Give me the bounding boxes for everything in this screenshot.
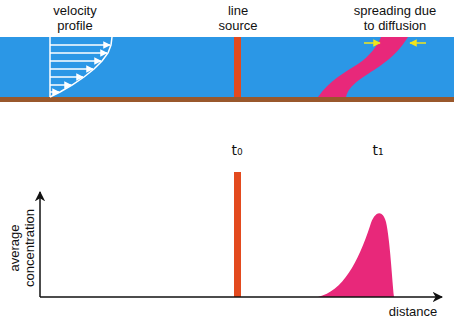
velocity-profile [50,37,112,97]
y-axis [39,192,41,297]
x-axis [40,296,442,298]
initial-spike [234,172,241,297]
label-diffusion: spreading due to diffusion [349,3,441,33]
axis-title: average concentration [7,201,37,296]
diffusion-arrow [410,42,426,44]
concentration-peak [318,213,394,297]
spreading-plume [318,37,408,97]
line-source [234,37,241,97]
time-label: t₁ [372,142,383,158]
diffusion-arrow [364,42,380,44]
time-label: t₀ [231,142,242,158]
channel-bed [0,97,454,102]
water-channel [0,37,454,97]
axis-title: distance [389,304,437,319]
label-velocity: velocity profile [45,3,105,33]
label-source: line source [212,3,264,33]
